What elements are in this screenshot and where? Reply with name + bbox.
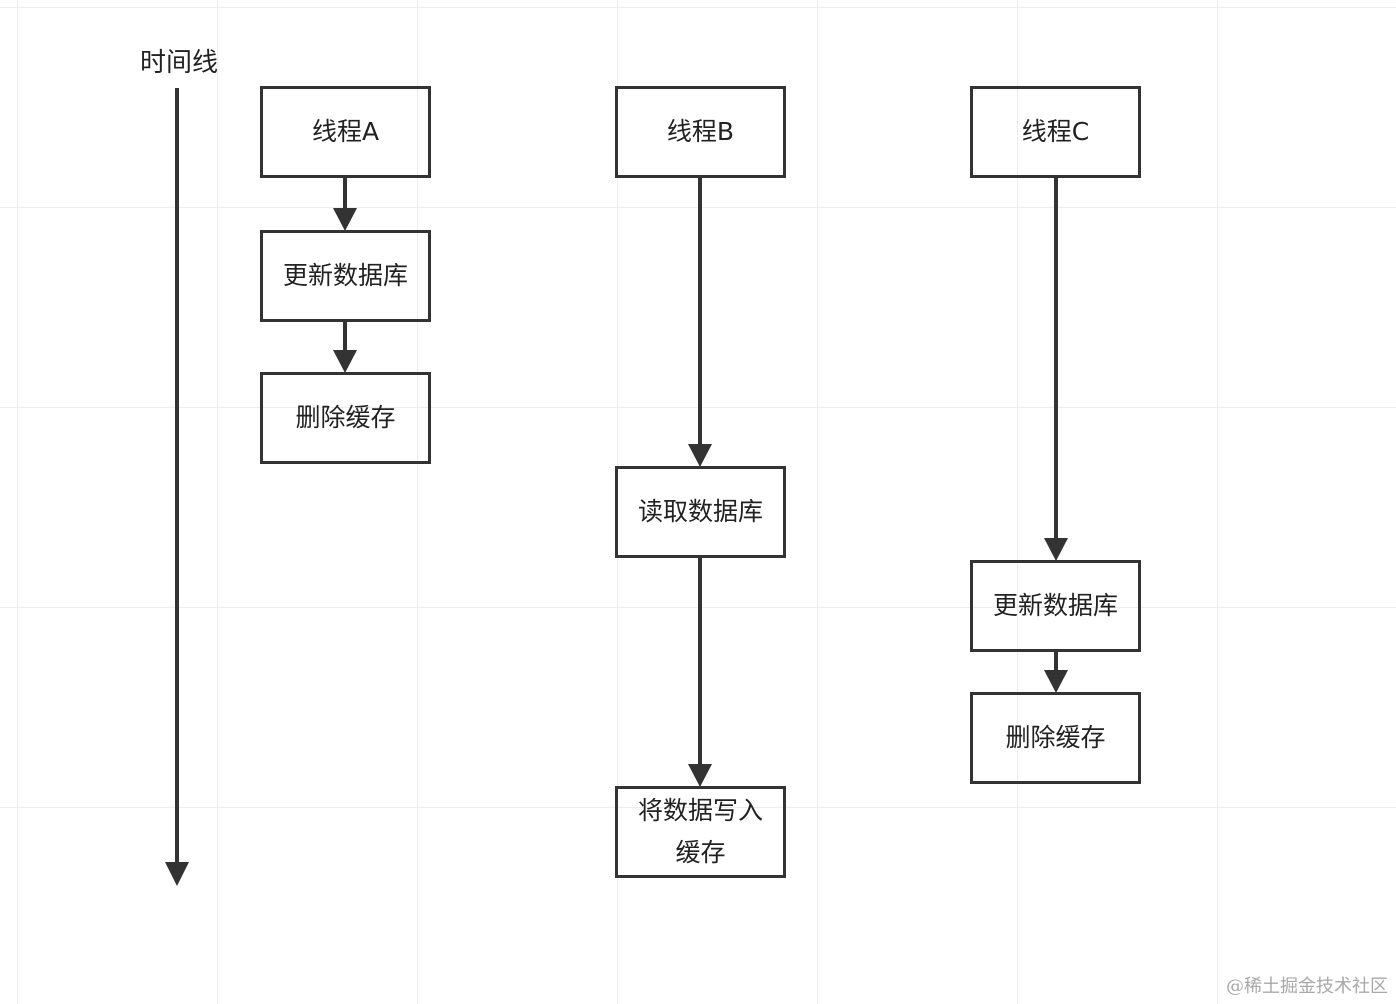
thread-a-update-db-label: 更新数据库 <box>282 261 408 290</box>
thread-b-write-cache-line-1: 将数据写入 <box>637 796 763 825</box>
timeline-label: 时间线 <box>140 48 219 78</box>
thread-a-delete-cache-node: 删除缓存 <box>260 372 431 464</box>
thread-b-write-cache-line-2: 缓存 <box>675 838 726 867</box>
thread-c-delete-cache-node: 删除缓存 <box>970 692 1141 784</box>
connector-thread-c-to-update-db <box>1044 178 1068 561</box>
thread-b-write-cache-node: 将数据写入 缓存 <box>615 786 786 878</box>
thread-c-delete-cache-label: 删除缓存 <box>1005 723 1106 752</box>
connector-thread-a-to-update-db <box>333 178 357 231</box>
timeline-arrow <box>165 88 189 886</box>
connector-update-db-to-delete-cache-c <box>1044 651 1068 693</box>
thread-a-update-db-node: 更新数据库 <box>260 230 431 322</box>
thread-a-title: 线程A <box>311 117 380 146</box>
thread-c-update-db-node: 更新数据库 <box>970 560 1141 652</box>
connector-read-db-to-write-cache <box>688 557 712 787</box>
thread-a-node: 线程A <box>260 86 431 178</box>
thread-c-title: 线程C <box>1021 117 1090 146</box>
thread-b-read-db-node: 读取数据库 <box>615 466 786 558</box>
thread-c-node: 线程C <box>970 86 1141 178</box>
connector-update-db-to-delete-cache-a <box>333 322 357 373</box>
thread-c-update-db-label: 更新数据库 <box>992 591 1118 620</box>
watermark: @稀土掘金技术社区 <box>1226 976 1388 997</box>
thread-b-title: 线程B <box>666 117 735 146</box>
connector-thread-b-to-read-db <box>688 178 712 467</box>
thread-b-node: 线程B <box>615 86 786 178</box>
thread-a-delete-cache-label: 删除缓存 <box>295 403 396 432</box>
thread-b-read-db-label: 读取数据库 <box>637 497 763 526</box>
